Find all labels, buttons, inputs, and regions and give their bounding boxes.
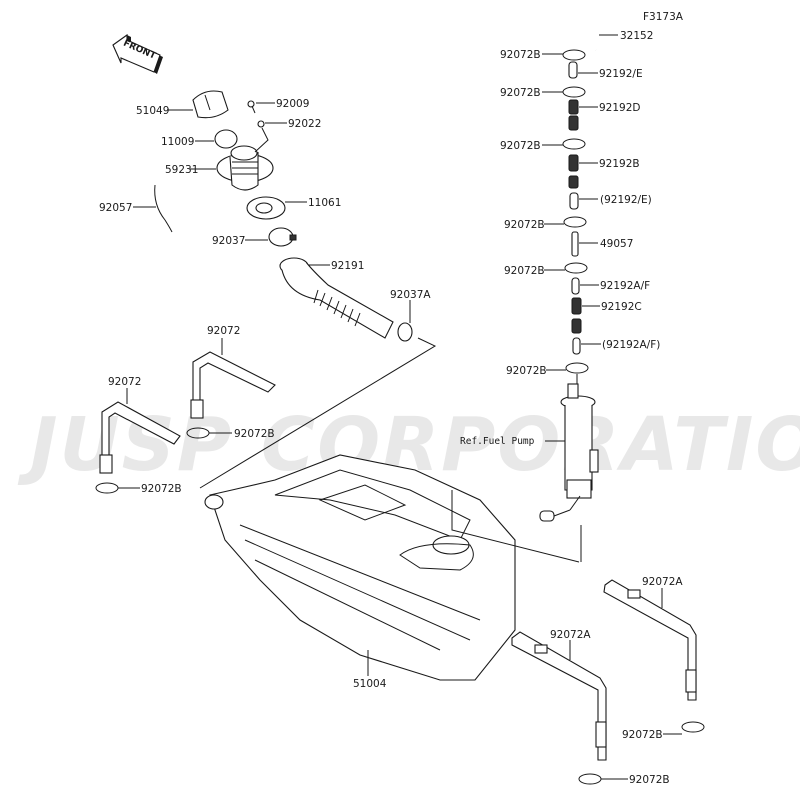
label-92072A: 92072A <box>550 629 591 641</box>
strap-92072A <box>603 579 697 701</box>
figure-id: F3173A <box>643 11 684 23</box>
clamp-92072B <box>95 482 140 494</box>
label-92192D: 92192D <box>599 102 641 114</box>
label-92072B: 92072B <box>504 219 545 231</box>
strap-92072A <box>511 631 607 761</box>
label-92072B: 92072B <box>500 49 541 61</box>
label-51004: 51004 <box>353 678 387 690</box>
label-92192B: 92192B <box>599 158 640 170</box>
clamp-92072B <box>542 138 586 150</box>
hose-92192AF-ref <box>572 337 601 355</box>
label-92022: 92022 <box>288 118 321 130</box>
clamp-92072B <box>542 86 586 98</box>
filler-neck-59231 <box>190 127 274 191</box>
filter-92192D <box>568 99 598 131</box>
label-92072B: 92072B <box>506 365 547 377</box>
label-11009: 11009 <box>161 136 194 148</box>
label-92072B: 92072B <box>629 774 670 786</box>
hose-92192AF <box>571 277 599 295</box>
label-92037A: 92037A <box>390 289 431 301</box>
clamp-92072B <box>542 49 586 61</box>
joint-49057 <box>571 231 598 257</box>
label-59231: 59231 <box>165 164 198 176</box>
clamp-92072B <box>578 773 628 785</box>
hose-92191 <box>279 257 394 339</box>
label-92192C: 92192C <box>601 301 642 313</box>
label-92192AF-ref: (92192A/F) <box>602 339 660 351</box>
label-49057: 49057 <box>600 238 633 250</box>
filter-92192C <box>571 297 600 334</box>
gasket-11009 <box>195 129 238 149</box>
label-32152: 32152 <box>620 30 653 42</box>
clamp-92072B <box>546 362 589 374</box>
ref-fuel-pump-label: Ref.Fuel Pump <box>460 436 535 447</box>
label-92009: 92009 <box>276 98 309 110</box>
hose-32152 <box>569 16 618 51</box>
clamp-92072B <box>663 721 705 735</box>
label-92072B: 92072B <box>500 140 541 152</box>
front-arrow-icon: FRONT <box>112 33 163 74</box>
clamp-92037A <box>397 300 413 342</box>
fuel-pump <box>539 374 599 562</box>
fuel-tank-51004 <box>204 454 516 681</box>
strap-92072 <box>190 338 276 419</box>
label-92072B: 92072B <box>234 428 275 440</box>
label-92191: 92191 <box>331 260 364 272</box>
label-92072: 92072 <box>207 325 240 337</box>
clamp-92072B <box>544 216 587 228</box>
clamp-92037 <box>245 227 297 247</box>
label-92072A: 92072A <box>642 576 683 588</box>
strap-92057 <box>133 184 173 233</box>
hose-92192E <box>568 61 598 79</box>
label-92072B: 92072B <box>141 483 182 495</box>
clamp-92072B <box>544 262 588 274</box>
label-92072B: 92072B <box>500 87 541 99</box>
hose-92192E-ref <box>569 192 598 210</box>
cap-51049 <box>167 90 229 119</box>
label-92072B: 92072B <box>504 265 545 277</box>
label-92072B: 92072B <box>622 729 663 741</box>
strap-92072 <box>99 388 181 474</box>
washer-92022 <box>257 120 287 128</box>
filter-92192B <box>568 154 598 189</box>
label-92037: 92037 <box>212 235 245 247</box>
label-92192E: 92192/E <box>599 68 643 80</box>
label-92192E-ref: (92192/E) <box>600 194 652 206</box>
clamp-92072B <box>186 427 232 439</box>
gasket-11061 <box>246 196 307 220</box>
label-92072: 92072 <box>108 376 141 388</box>
label-92057: 92057 <box>99 202 132 214</box>
bolt-92009 <box>247 100 275 114</box>
label-11061: 11061 <box>308 197 341 209</box>
label-92192AF: 92192A/F <box>600 280 650 292</box>
label-51049: 51049 <box>136 105 169 117</box>
